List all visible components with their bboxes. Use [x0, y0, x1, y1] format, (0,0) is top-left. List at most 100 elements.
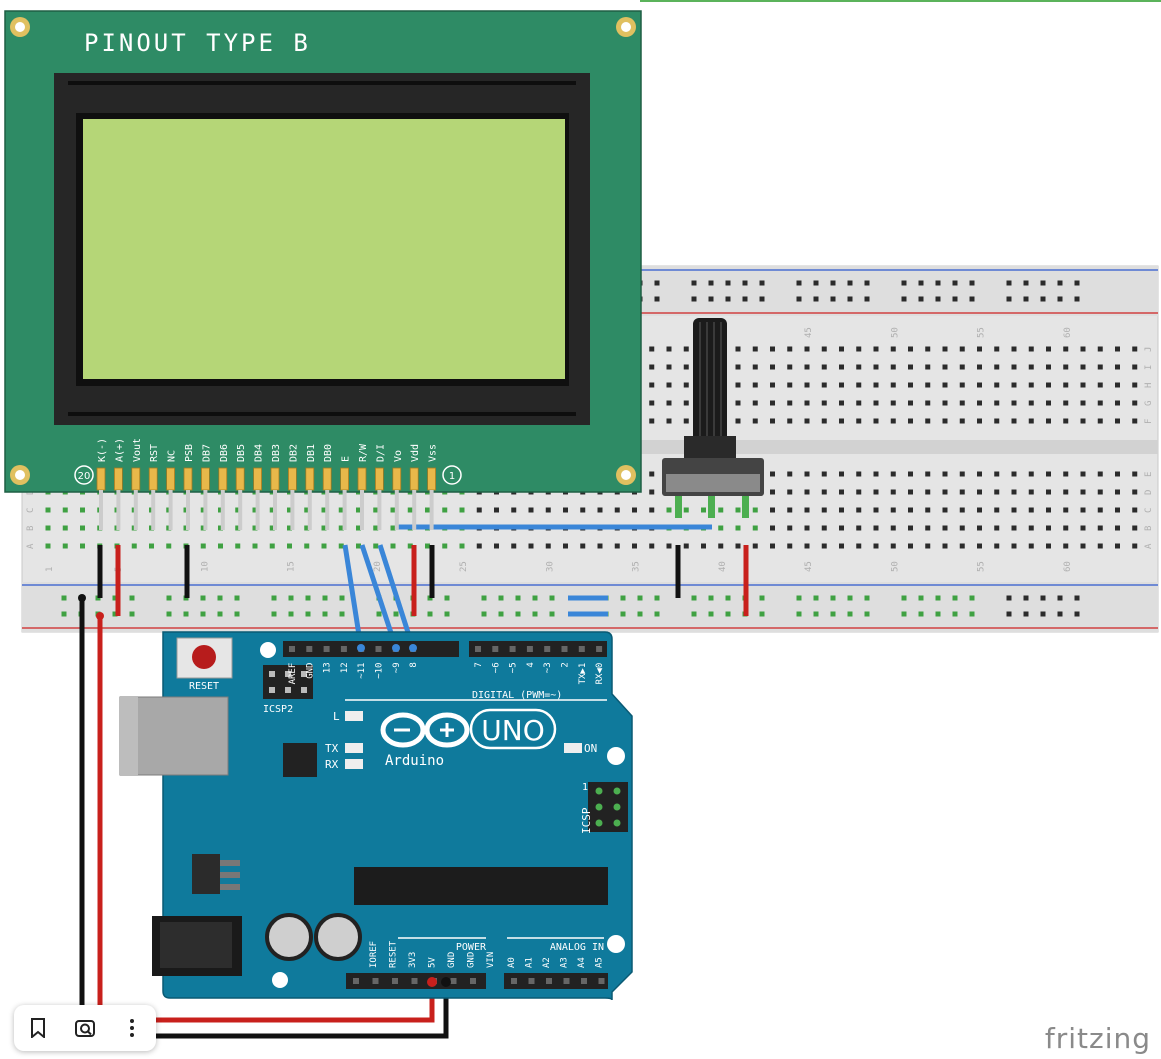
led-tx [345, 743, 363, 753]
analog-label: ANALOG IN [550, 942, 604, 953]
bookmark-icon[interactable] [20, 1010, 56, 1046]
lcd-pin-label: DB5 [236, 444, 247, 462]
header-pin-label: A3 [560, 957, 570, 968]
lcd-pin-label: DB0 [323, 444, 334, 462]
lens-icon[interactable] [67, 1010, 103, 1046]
row-letter: J [1144, 347, 1154, 352]
fritzing-watermark: fritzing [1044, 1022, 1151, 1055]
header-pin [372, 978, 379, 984]
mount-hole-icon [10, 17, 636, 485]
lcd-pin-leg [342, 490, 347, 530]
header-pin-label: A2 [542, 957, 552, 968]
header-pin-label: ~5 [509, 662, 519, 673]
lcd-pin-label: Vss [428, 444, 439, 462]
header-pin [509, 646, 516, 652]
header-pin-label: ~3 [543, 662, 553, 673]
header-pin [470, 978, 476, 984]
arduino-brand: Arduino [385, 753, 444, 769]
icsp-pin1-label: 1 [582, 782, 588, 793]
lcd-pin-label: Vout [132, 438, 143, 462]
icsp-header [588, 782, 628, 832]
header-pin-label: AREF [288, 663, 298, 685]
lcd-pin [253, 467, 263, 491]
column-number-bottom: 60 [1063, 561, 1073, 572]
column-number-bottom: 15 [287, 561, 297, 572]
icsp2-label: ICSP2 [263, 704, 293, 715]
wire-5v-red [97, 616, 435, 1023]
lcd-pin [218, 467, 228, 491]
arduino-uno: RESET ICSP2 L TX RX ON UNO Arduino [119, 631, 633, 1001]
uno-model: UNO [481, 714, 544, 747]
row-letter: E [1144, 472, 1154, 477]
lcd-pin [270, 467, 280, 491]
header-pin [353, 978, 359, 984]
lcd-pin-label: PSB [184, 444, 195, 462]
lcd-pin-label: DB1 [306, 444, 317, 462]
lcd-pin-20-marker: 20 [78, 471, 91, 482]
lcd-pin [200, 467, 210, 491]
arduino-board [162, 631, 633, 1001]
analog-header [504, 973, 608, 989]
row-letter: C [26, 508, 36, 513]
lcd-pin-leg [325, 490, 330, 530]
header-pin [475, 646, 481, 652]
header-pin [578, 646, 585, 652]
more-icon[interactable] [114, 1010, 150, 1046]
wire-rw-d11 [359, 544, 399, 649]
lcd-pin-leg [99, 490, 103, 530]
lcd-pin [357, 467, 367, 491]
column-number-bottom: 30 [545, 561, 555, 572]
header-pin [492, 646, 499, 652]
header-pin-label: A0 [507, 957, 517, 968]
column-number-top: 60 [1063, 327, 1073, 338]
led-l [345, 711, 363, 721]
lcd-pin [409, 467, 419, 491]
column-number-top: 55 [977, 327, 987, 338]
lcd-pin-label: DB2 [288, 444, 299, 462]
header-pin-label: VIN [486, 952, 496, 968]
lcd-pin [427, 467, 437, 491]
column-number-bottom: 45 [804, 561, 814, 572]
header-pin [563, 978, 570, 984]
header-pin-label: A4 [577, 957, 587, 968]
led-on [564, 743, 582, 753]
lcd-pin-leg [307, 490, 312, 530]
floating-toolbar [14, 1005, 156, 1051]
lcd-screen [83, 119, 565, 379]
reset-button-cap[interactable] [192, 645, 216, 669]
column-number-bottom: 1 [45, 567, 55, 572]
wire-gnd-black [79, 598, 449, 1039]
column-number-bottom: 25 [459, 561, 469, 572]
header-pin-label: 4 [526, 662, 536, 667]
led-rx-label: RX [325, 758, 339, 771]
header-pin [544, 646, 551, 652]
wire-e-d13 [342, 544, 364, 649]
header-pin-label: A5 [595, 957, 605, 968]
lcd-title: PINOUT TYPE B [84, 29, 311, 57]
lcd-pin-label: NC [167, 450, 178, 462]
column-number-bottom: 35 [632, 561, 642, 572]
atmega-chip [354, 867, 608, 905]
lcd-pin-label: DB4 [254, 444, 265, 462]
header-pin-label: GND [467, 952, 477, 968]
lcd-pin [392, 467, 402, 491]
header-pin-label: ~11 [357, 663, 367, 679]
lcd-pin-label: DB6 [219, 444, 230, 462]
capacitor-2 [314, 913, 362, 961]
led-l-label: L [333, 710, 340, 723]
lcd-pin-leg [290, 490, 295, 530]
row-letter: F [1144, 419, 1154, 424]
header-pin [323, 646, 330, 652]
lcd-pin-leg [377, 490, 382, 530]
digital-label: DIGITAL (PWM=~) [472, 690, 562, 701]
lcd-pin-header [96, 467, 437, 530]
lcd-pin-label: A(+) [114, 438, 125, 462]
header-pin [598, 978, 605, 984]
lcd-pin-leg [133, 490, 138, 530]
column-number-bottom: 55 [977, 561, 987, 572]
uno-badge [469, 708, 557, 750]
header-pin-label: RESET [389, 940, 399, 968]
header-pin [450, 978, 457, 984]
